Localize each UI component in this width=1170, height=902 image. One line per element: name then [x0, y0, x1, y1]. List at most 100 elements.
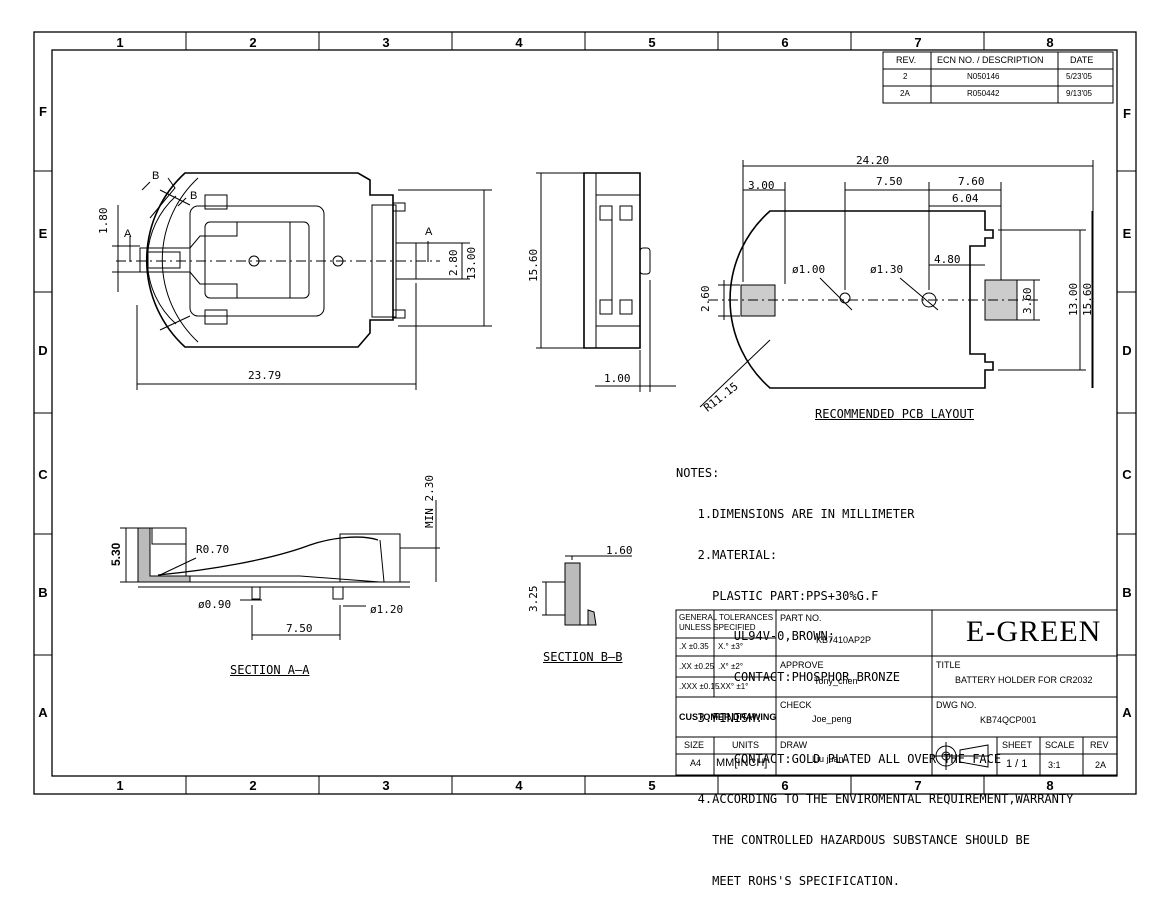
zone-col-4-bottom: 4 [515, 778, 523, 793]
scale-value: 3:1 [1048, 760, 1061, 770]
zone-row-c-right: C [1122, 467, 1132, 482]
rev-label: REV [1090, 740, 1109, 750]
approve-label: APPROVE [780, 660, 824, 670]
zone-col-8-bottom: 8 [1046, 778, 1054, 793]
dim-width: 23.79 [248, 369, 282, 382]
note-line: PLASTIC PART:PPS+30%G.F [676, 588, 879, 603]
notes-block: NOTES: 1.DIMENSIONS ARE IN MILLIMETER 2.… [676, 440, 1073, 902]
general-tolerances: GENERAL TOLERANCES UNLESS SPECIFIED [679, 613, 774, 632]
zone-row-e: E [38, 226, 48, 241]
section-mark-a-right: A [425, 226, 433, 238]
pcb-layout [699, 160, 1094, 408]
dim-section-radius: R0.70 [196, 543, 230, 556]
dim-pin-diameter-2: ø1.20 [370, 603, 404, 616]
tol-angle-2: .X° ±2° [718, 662, 744, 671]
top-view [112, 172, 492, 390]
ecn-header: ECN NO. / DESCRIPTION [937, 55, 1044, 65]
date-header: DATE [1070, 55, 1094, 65]
zone-col-3-bottom: 3 [382, 778, 390, 793]
dim-hole-1: ø1.00 [792, 263, 826, 276]
tol-angle-1: X.° ±3° [718, 642, 744, 651]
units-label: UNITS [732, 740, 759, 750]
units-value: MM[INCH] [716, 757, 768, 769]
rev-cell: 2 [903, 72, 908, 81]
revision-table-lines [882, 51, 1114, 104]
zone-col-3: 3 [382, 35, 390, 50]
draw-label: DRAW [780, 740, 808, 750]
zone-col-2: 2 [249, 35, 257, 50]
ecn-cell: N050146 [967, 72, 1000, 81]
zone-row-d-right: D [1122, 343, 1132, 358]
dim-side-height: 15.60 [527, 248, 540, 282]
dim-section-height: 5.30 [109, 542, 123, 566]
title-value: BATTERY HOLDER FOR CR2032 [955, 675, 1093, 685]
check-value: Joe_peng [812, 714, 852, 724]
zone-row-a: A [38, 705, 48, 720]
dim-overall: 24.20 [856, 154, 890, 167]
zone-row-f: F [39, 104, 47, 119]
zone-col-7: 7 [914, 35, 922, 50]
section-mark-a-left: A [124, 228, 132, 240]
note-line: 2.MATERIAL: [676, 547, 778, 562]
dim-inner: 2.80 [447, 249, 460, 277]
section-aa [120, 500, 440, 640]
dim-pad-gap: 4.80 [934, 253, 961, 266]
note-line: THE CONTROLLED HAZARDOUS SUBSTANCE SHOUL… [676, 833, 1031, 848]
zone-col-2-bottom: 2 [249, 778, 257, 793]
dim-right-inner: 6.04 [952, 192, 979, 205]
section-mark-b-bottom: B [190, 190, 198, 202]
zone-row-b: B [38, 585, 48, 600]
part-no-value: KB7410AP2P [816, 635, 872, 645]
dwg-no-value: KB74QCP001 [980, 715, 1037, 725]
note-line: 4.ACCORDING TO THE ENVIROMENTAL REQUIREM… [676, 792, 1074, 807]
zone-col-7-bottom: 7 [914, 778, 922, 793]
dwg-no-label: DWG NO. [936, 700, 977, 710]
company-name: E-GREEN [966, 615, 1102, 648]
pcb-layout-title: RECOMMENDED PCB LAYOUT [815, 407, 974, 421]
dim-mid: 7.50 [876, 175, 903, 188]
tol-angle-3: .XX° ±1° [718, 682, 749, 691]
scale-label: SCALE [1045, 740, 1075, 750]
zone-col-6-bottom: 6 [781, 778, 789, 793]
size-value: A4 [690, 758, 702, 768]
tol-linear-2: .XX ±0.25 [679, 662, 715, 671]
note-line: CONTACT:PHOSPHOR BRONZE [676, 670, 900, 685]
dim-section-min: MIN 2.30 [423, 475, 436, 528]
rev-cell: 2A [900, 89, 910, 98]
drawing-canvas [33, 31, 1137, 795]
dim-thickness: 1.00 [604, 372, 631, 385]
tol-linear-1: .X ±0.35 [679, 642, 709, 651]
rev-header: REV. [896, 55, 917, 65]
dim-pad-right-h: 3.60 [1021, 287, 1034, 315]
dim-pin-diameter: ø0.90 [198, 598, 232, 611]
zone-row-d: D [38, 343, 48, 358]
zone-ticks [34, 32, 1136, 794]
note-line: MEET ROHS'S SPECIFICATION. [676, 874, 900, 888]
zone-row-c: C [38, 467, 48, 482]
date-cell: 9/13'05 [1066, 89, 1092, 98]
zone-col-5-bottom: 5 [648, 778, 656, 793]
tol-linear-3: .XXX ±0.15 [679, 682, 720, 691]
title-block-lines [675, 609, 1118, 776]
dim-bb-height: 3.25 [527, 585, 540, 613]
zone-col-8: 8 [1046, 35, 1054, 50]
rev-value: 2A [1095, 760, 1107, 770]
dim-height-outer: 15.60 [1081, 282, 1094, 316]
section-bb-label: SECTION B–B [543, 650, 623, 664]
size-label: SIZE [684, 740, 705, 750]
title-label: TITLE [936, 660, 961, 670]
note-line: UL94V-0,BROWN; [676, 629, 835, 644]
zone-col-1: 1 [116, 35, 124, 50]
part-no-label: PART NO. [780, 613, 822, 623]
zone-col-5: 5 [648, 35, 656, 50]
note-line: 1.DIMENSIONS ARE IN MILLIMETER [676, 506, 915, 521]
sheet-label: SHEET [1002, 740, 1033, 750]
dim-height-inner: 13.00 [1067, 282, 1080, 316]
zone-col-1-bottom: 1 [116, 778, 124, 793]
zone-row-b-right: B [1122, 585, 1132, 600]
projection-symbol-icon [940, 745, 941, 746]
zone-row-f-right: F [1123, 106, 1131, 121]
draw-value: Liu juan [812, 754, 844, 764]
section-mark-b-top: B [152, 170, 160, 182]
sheet-value: 1 / 1 [1006, 758, 1028, 770]
